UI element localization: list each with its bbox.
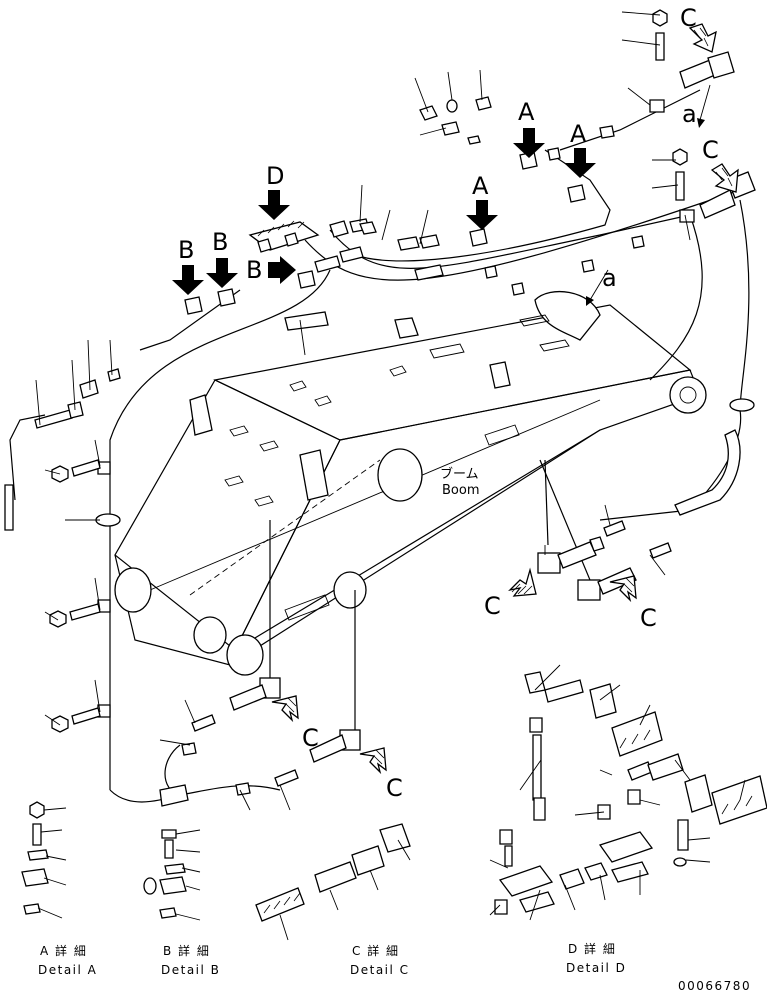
boom-label-en: Boom: [442, 483, 480, 498]
view-label-c: C: [702, 136, 719, 164]
view-label-a: A: [472, 172, 489, 200]
view-label-b: B: [246, 256, 262, 284]
view-arrow-a-icon: [466, 200, 498, 230]
boom-structure: [114, 290, 707, 676]
detail-c-caption-en: Detail C: [350, 963, 410, 977]
view-label-c: C: [302, 724, 319, 752]
pipe-label-a: a: [602, 264, 617, 292]
hatched-arrow-icon: [508, 567, 537, 597]
detail-b-parts: [143, 829, 187, 919]
port-elbows: [191, 520, 672, 787]
view-label-b: B: [178, 236, 194, 264]
view-label-c: C: [386, 774, 403, 802]
view-label-c: C: [640, 604, 657, 632]
detail-c-parts: [255, 823, 411, 922]
view-arrow-a-icon: [564, 148, 596, 178]
boom-label-jp: ブーム: [440, 466, 479, 482]
detail-d-cluster: [248, 220, 320, 253]
pipe-label-a: a: [682, 100, 697, 128]
piping-lines: [9, 89, 750, 807]
view-label-a: A: [570, 120, 587, 148]
hatched-arrow-icon: [359, 747, 387, 775]
view-label-d: D: [266, 162, 284, 190]
detail-captions: A 詳 細 Detail A B 詳 細 Detail B C 詳 細 Deta…: [38, 941, 751, 992]
detail-b-caption-jp: B 詳 細: [163, 943, 210, 958]
view-arrows: [172, 128, 596, 295]
detail-a-caption-jp: A 詳 細: [40, 943, 87, 958]
view-label-c: C: [484, 592, 501, 620]
hatched-arrow-icon: [688, 23, 717, 53]
hatched-arrow-icon: [271, 695, 299, 723]
detail-d-caption-en: Detail D: [566, 961, 626, 975]
detail-a-parts: [21, 801, 49, 915]
flow-arrows: [271, 23, 739, 775]
leader-lines: [35, 11, 746, 941]
view-label-b: B: [212, 228, 228, 256]
fasteners-left: [4, 368, 121, 733]
detail-c-caption-jp: C 詳 細: [352, 943, 400, 958]
view-label-c: C: [680, 4, 697, 32]
view-arrow-b-icon: [206, 258, 238, 288]
fittings-top: [314, 9, 756, 281]
view-arrow-d-icon: [258, 190, 290, 220]
clamps: [95, 99, 755, 796]
callout-labels: D A A A B B B C C C C C C a a: [178, 4, 719, 802]
boom-label: ブーム Boom: [440, 466, 480, 498]
view-arrow-b-icon: [268, 256, 296, 284]
detail-a-caption-en: Detail A: [38, 963, 97, 977]
detail-d-parts: [494, 671, 767, 915]
view-label-a: A: [518, 98, 535, 126]
view-arrow-a-icon: [513, 128, 545, 158]
view-arrow-b-icon: [172, 265, 204, 295]
detail-d-caption-jp: D 詳 細: [568, 941, 616, 956]
drawing-number: 00066780: [678, 979, 751, 992]
hatched-arrow-icon: [710, 163, 739, 193]
detail-b-caption-en: Detail B: [161, 963, 220, 977]
